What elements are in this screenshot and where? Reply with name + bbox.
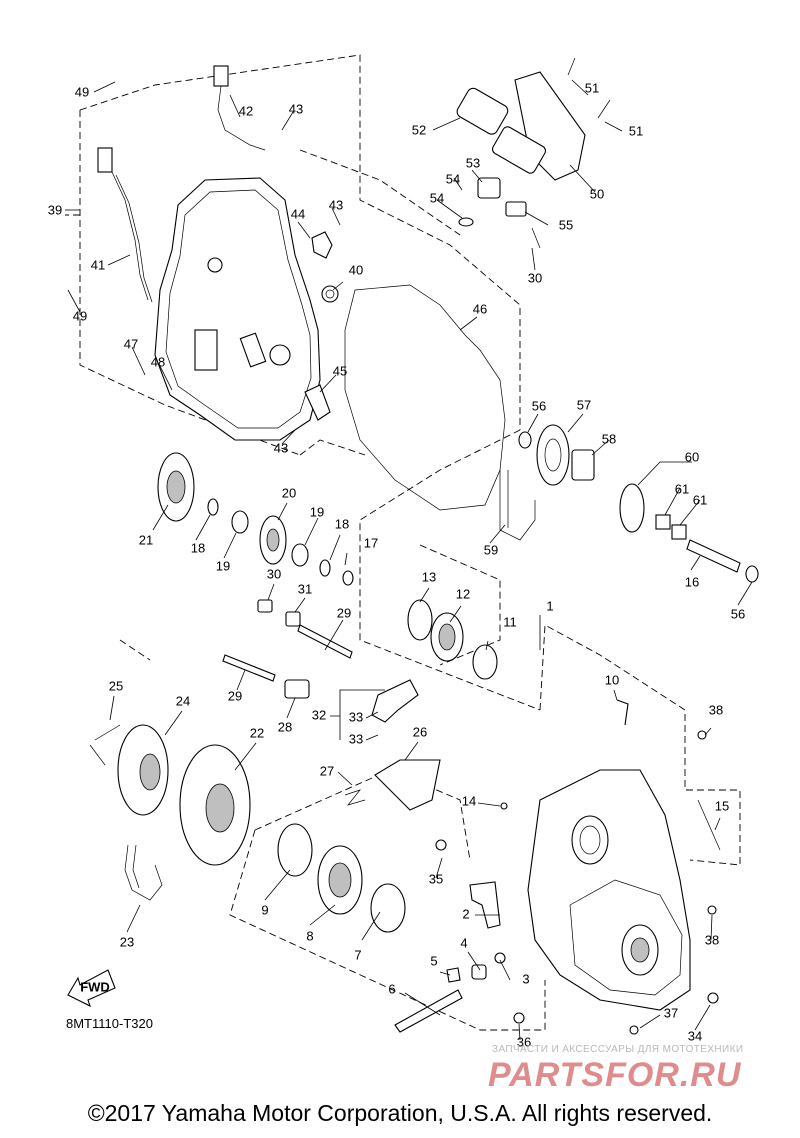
callout-39: 39 [48, 202, 62, 217]
callout-21: 21 [139, 532, 153, 547]
callout-12: 12 [456, 586, 470, 601]
callout-56b: 56 [731, 606, 745, 621]
callout-5: 5 [430, 953, 437, 968]
callout-53: 53 [466, 155, 480, 170]
callout-32: 32 [312, 707, 326, 722]
callout-51a: 51 [585, 80, 599, 95]
callout-7: 7 [354, 947, 361, 962]
callout-57: 57 [577, 397, 591, 412]
callout-54b: 54 [430, 190, 444, 205]
leader-lines [65, 79, 753, 1041]
copyright-notice: ©2017 Yamaha Motor Corporation, U.S.A. A… [87, 1100, 713, 1126]
callout-labels: 1 2 3 4 5 6 7 8 9 10 11 12 13 14 15 16 1… [48, 80, 745, 1049]
side-cover-assembly [97, 65, 506, 511]
bearings-and-seals [277, 599, 498, 933]
callout-18a: 18 [191, 540, 205, 555]
fwd-arrow-icon: FWD [67, 969, 116, 1008]
callout-9: 9 [261, 902, 268, 917]
gear-train [89, 452, 354, 866]
motor-assembly [456, 57, 611, 249]
callout-45: 45 [333, 363, 347, 378]
main-case-assembly [394, 699, 721, 1035]
callout-41: 41 [91, 257, 105, 272]
callout-28: 28 [278, 719, 292, 734]
callout-35: 35 [429, 871, 443, 886]
watermark-logo: PARTSFOR.RU [488, 1056, 742, 1094]
callout-51b: 51 [629, 123, 643, 138]
callout-27: 27 [320, 763, 334, 778]
callout-49b: 49 [73, 308, 87, 323]
callout-44: 44 [291, 206, 305, 221]
callout-43b: 43 [329, 197, 343, 212]
chain-drive-assembly [499, 424, 759, 583]
fwd-label: FWD [80, 979, 110, 994]
callout-33b: 33 [349, 731, 363, 746]
callout-29a: 29 [337, 605, 351, 620]
callout-6: 6 [388, 981, 395, 996]
callout-40: 40 [349, 262, 363, 277]
callout-16: 16 [685, 574, 699, 589]
callout-30a: 30 [267, 566, 281, 581]
callout-43c: 43 [274, 440, 288, 455]
callout-42: 42 [239, 103, 253, 118]
callout-38a: 38 [709, 702, 723, 717]
callout-34: 34 [688, 1028, 702, 1043]
callout-25: 25 [109, 678, 123, 693]
callout-14: 14 [462, 793, 476, 808]
diagram-code: 8MT1110-T320 [66, 1016, 153, 1031]
callout-2: 2 [462, 906, 469, 921]
callout-56a: 56 [532, 398, 546, 413]
callout-1: 1 [546, 598, 553, 613]
watermark-tagline: ЗАПЧАСТИ И АКСЕССУАРЫ ДЛЯ МОТОТЕХНИКИ [492, 1044, 744, 1055]
callout-22: 22 [250, 725, 264, 740]
callout-52: 52 [412, 122, 426, 137]
callout-3: 3 [522, 971, 529, 986]
callout-26: 26 [413, 724, 427, 739]
callout-19b: 19 [310, 504, 324, 519]
callout-11: 11 [503, 614, 517, 629]
callout-15: 15 [715, 798, 729, 813]
callout-31: 31 [298, 581, 312, 596]
callout-29b: 29 [228, 688, 242, 703]
callout-60: 60 [685, 449, 699, 464]
assembly-boundary-lines [65, 54, 741, 1031]
callout-23: 23 [120, 934, 134, 949]
callout-54a: 54 [446, 171, 460, 186]
callout-24: 24 [176, 693, 190, 708]
callout-4: 4 [460, 935, 467, 950]
callout-48: 48 [151, 354, 165, 369]
callout-49a: 49 [75, 84, 89, 99]
callout-37: 37 [664, 1005, 678, 1020]
callout-19a: 19 [216, 558, 230, 573]
drive-chain [124, 844, 163, 901]
callout-59: 59 [484, 542, 498, 557]
callout-46: 46 [473, 301, 487, 316]
callout-8: 8 [306, 928, 313, 943]
callout-61a: 61 [675, 481, 689, 496]
callout-47: 47 [124, 336, 138, 351]
callout-20: 20 [282, 485, 296, 500]
callout-58: 58 [602, 431, 616, 446]
callout-30b: 30 [528, 270, 542, 285]
callout-17: 17 [364, 535, 378, 550]
callout-50: 50 [590, 186, 604, 201]
callout-33a: 33 [349, 709, 363, 724]
callout-18b: 18 [335, 516, 349, 531]
callout-61b: 61 [693, 492, 707, 507]
callout-38b: 38 [705, 932, 719, 947]
callout-55: 55 [559, 217, 573, 232]
callout-43a: 43 [289, 101, 303, 116]
callout-36: 36 [517, 1034, 531, 1049]
callout-13: 13 [422, 569, 436, 584]
callout-10: 10 [605, 672, 619, 687]
shift-mechanism [222, 599, 441, 811]
